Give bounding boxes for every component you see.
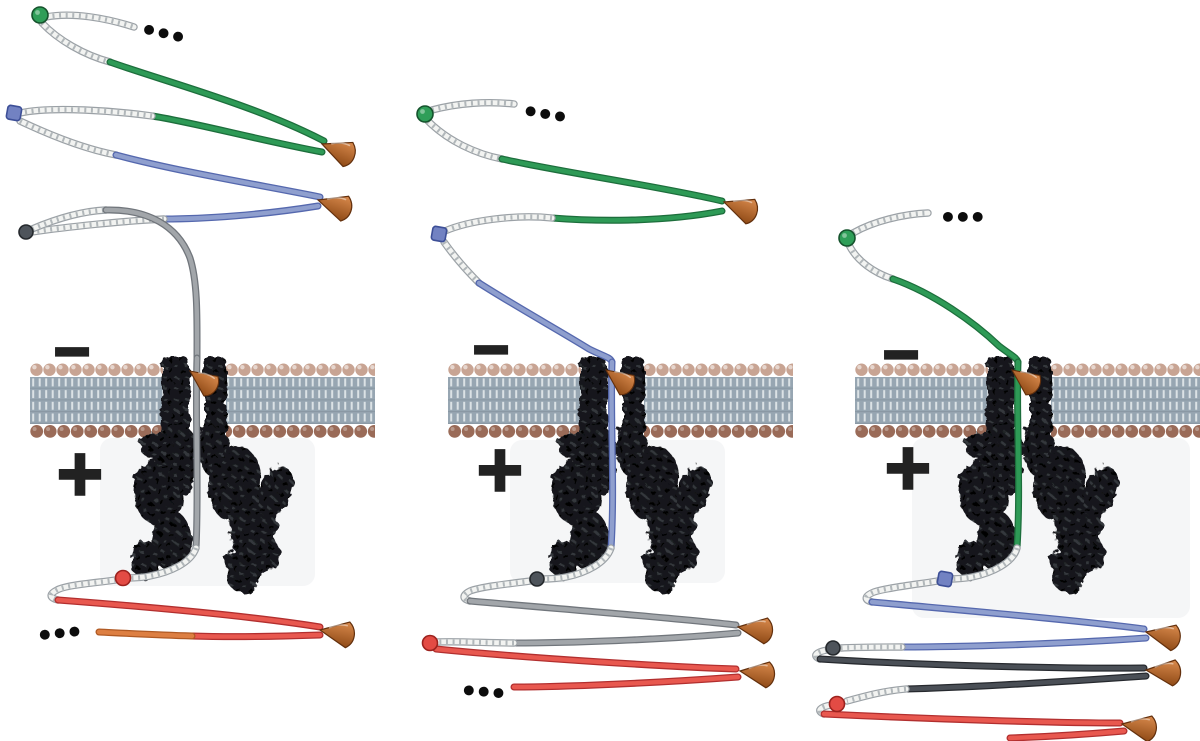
cis-electrode-minus: − bbox=[881, 326, 921, 382]
segment-marker-blue bbox=[936, 570, 954, 588]
trans-electrode-plus: + bbox=[882, 430, 934, 503]
roadblock-cone bbox=[737, 657, 778, 690]
dna-segment-gray bbox=[106, 210, 197, 358]
continuation-dots-icon: ••• bbox=[136, 13, 187, 55]
cis-electrode-minus: − bbox=[471, 321, 511, 377]
segment-markers bbox=[825, 229, 954, 713]
roadblock-cone bbox=[1142, 618, 1184, 653]
segment-marker-green bbox=[416, 105, 434, 123]
segment-marker-red bbox=[828, 695, 846, 713]
continuation-dots-icon: ••• bbox=[34, 615, 82, 652]
continuation-dots-icon: ••• bbox=[458, 674, 505, 711]
segment-marker-gray bbox=[825, 640, 841, 656]
segment-marker-blue bbox=[5, 104, 23, 122]
segment-marker-green bbox=[31, 6, 49, 24]
segment-marker-blue bbox=[430, 225, 448, 243]
panel-stage-1: − + ••• ••• bbox=[5, 6, 375, 653]
roadblock-cone bbox=[735, 613, 776, 646]
segment-marker-red bbox=[114, 569, 132, 587]
roadblock-cone bbox=[1118, 710, 1160, 741]
cis-electrode-minus: − bbox=[52, 323, 92, 379]
panel-stage-3: − + ••• bbox=[816, 201, 1200, 741]
segment-marker-red bbox=[421, 634, 439, 652]
segment-markers bbox=[416, 105, 545, 652]
continuation-dots-icon: ••• bbox=[519, 94, 569, 134]
roadblock-cone bbox=[316, 616, 358, 650]
roadblock-cone bbox=[718, 188, 762, 227]
roadblock-cone bbox=[1143, 656, 1183, 688]
segment-marker-gray bbox=[529, 571, 545, 587]
segment-marker-green bbox=[838, 229, 856, 247]
continuation-dots-icon: ••• bbox=[939, 201, 984, 234]
segment-marker-gray bbox=[18, 224, 34, 240]
panel-stage-2: − + ••• ••• bbox=[416, 94, 793, 711]
trans-electrode-plus: + bbox=[474, 432, 526, 505]
trans-electrode-plus: + bbox=[54, 436, 106, 509]
segment-markers bbox=[5, 6, 132, 587]
